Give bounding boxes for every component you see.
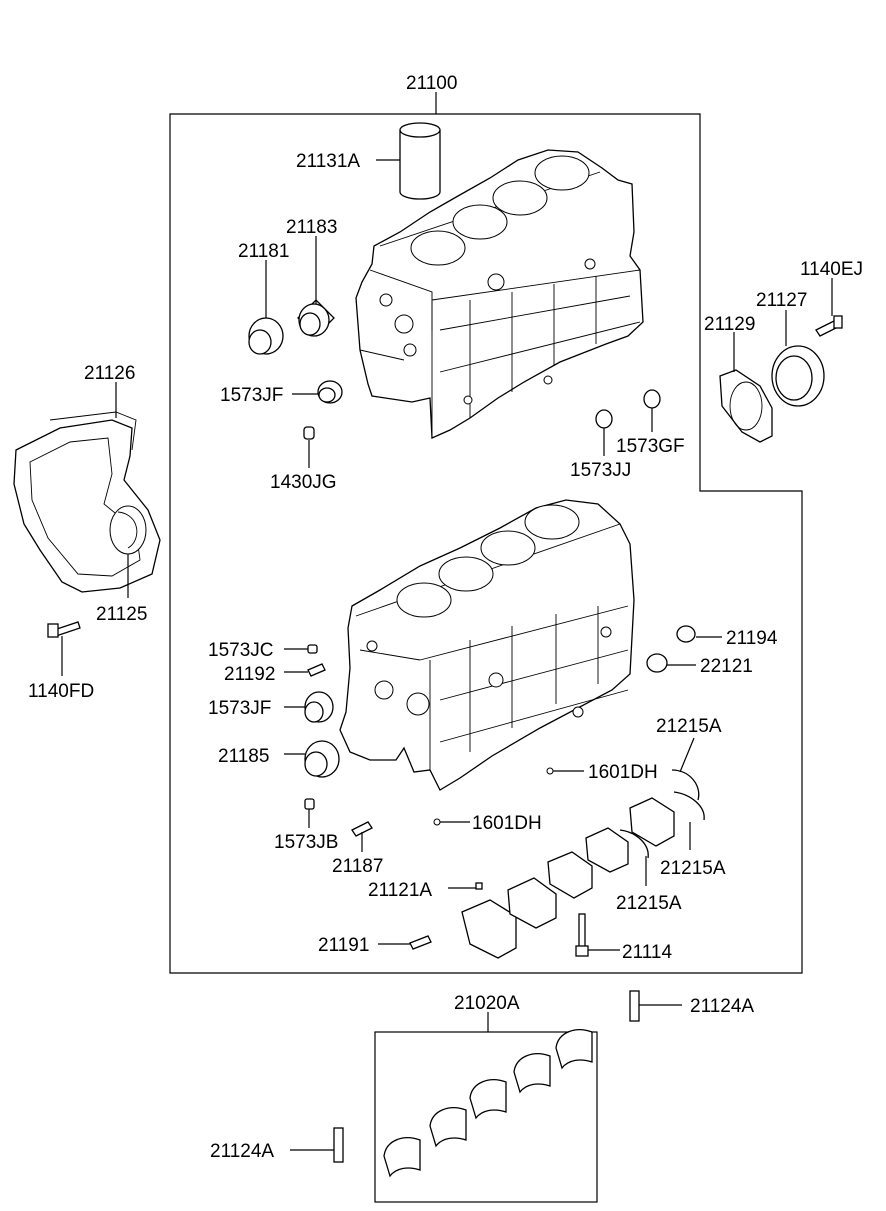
label-21020A: 21020A xyxy=(454,993,520,1014)
label-21215A-b: 21215A xyxy=(660,858,726,879)
gasket-21126 xyxy=(49,411,137,451)
label-21100: 21100 xyxy=(406,73,457,94)
label-21215A-c: 21215A xyxy=(616,893,682,914)
label-21215A-a: 21215A xyxy=(656,716,722,737)
plug-1573JF-top xyxy=(317,380,343,404)
pin-21187 xyxy=(351,821,373,837)
label-21183: 21183 xyxy=(286,217,337,238)
label-21181: 21181 xyxy=(238,241,289,262)
label-1573JF-top: 1573JF xyxy=(220,385,283,406)
bushing-21181 xyxy=(248,317,284,355)
plug-1573JC xyxy=(307,644,318,654)
thrust-washer-21215A-b xyxy=(673,791,705,821)
label-22121: 22121 xyxy=(700,656,753,677)
label-21185: 21185 xyxy=(218,746,269,767)
label-1573JC: 1573JC xyxy=(208,640,274,661)
label-1140FD: 1140FD xyxy=(28,681,94,702)
pin-21121A xyxy=(475,882,483,890)
dowel-21191 xyxy=(409,935,432,950)
assembly-frame-21100 xyxy=(169,113,803,974)
label-21191: 21191 xyxy=(318,935,369,956)
label-1573GF: 1573GF xyxy=(616,436,685,457)
plug-1573GF xyxy=(643,389,661,409)
bolt-1140FD xyxy=(47,621,81,638)
thrust-washer-21215A-a xyxy=(671,769,700,801)
pin-21192 xyxy=(307,663,326,677)
label-21126: 21126 xyxy=(84,363,135,384)
bolt-1140EJ xyxy=(815,315,843,337)
label-1601DH-a: 1601DH xyxy=(588,762,658,783)
leader-lines xyxy=(61,92,833,1151)
oil-seal-21127 xyxy=(771,345,825,407)
label-1140EJ: 1140EJ xyxy=(800,259,863,280)
plug-21194 xyxy=(676,625,696,643)
plug-22121 xyxy=(646,653,668,673)
label-21131A: 21131A xyxy=(296,151,360,172)
label-21125: 21125 xyxy=(96,604,147,625)
label-21192: 21192 xyxy=(224,664,275,685)
label-1430JG: 1430JG xyxy=(270,472,337,493)
label-21187: 21187 xyxy=(332,856,383,877)
label-21129: 21129 xyxy=(704,314,755,335)
seal-case-21129 xyxy=(719,369,773,443)
label-1573JF-lower: 1573JF xyxy=(208,698,271,719)
jet-1601DH-b xyxy=(433,818,441,826)
pin-1430JG xyxy=(303,426,315,440)
thrust-washer-21215A-c xyxy=(619,829,649,859)
label-21124A-b: 21124A xyxy=(210,1141,274,1162)
cylinder-liner-21131A xyxy=(399,122,441,200)
cylinder-block-upper xyxy=(355,149,644,439)
label-1573JB: 1573JB xyxy=(274,832,338,853)
plug-1573JJ xyxy=(595,409,613,429)
jet-1601DH-a xyxy=(546,767,554,775)
label-1601DH-b: 1601DH xyxy=(472,813,542,834)
front-plate-21125 xyxy=(13,419,161,593)
thrust-plate-21124A-b xyxy=(333,1127,344,1163)
thrust-plate-21124A-a xyxy=(629,990,640,1022)
main-bearings-21020A xyxy=(383,1029,593,1178)
bearing-caps xyxy=(461,797,675,959)
bushing-1573JF-lower xyxy=(304,691,334,723)
label-21114: 21114 xyxy=(622,942,672,963)
label-21194: 21194 xyxy=(726,628,778,649)
pin-1573JB xyxy=(304,798,315,810)
assembly-frame-21020A xyxy=(374,1031,598,1203)
bushing-21183 xyxy=(297,299,335,337)
label-1573JJ: 1573JJ xyxy=(570,460,631,481)
label-21124A-a: 21124A xyxy=(690,996,754,1017)
label-21121A: 21121A xyxy=(368,880,432,901)
bushing-21185 xyxy=(304,740,340,778)
bolt-21114 xyxy=(575,913,589,957)
label-21127: 21127 xyxy=(756,290,807,311)
part-labels: 21100 21131A 21183 21181 1140EJ 21127 21… xyxy=(28,73,863,1162)
cylinder-block-lower xyxy=(339,499,635,791)
